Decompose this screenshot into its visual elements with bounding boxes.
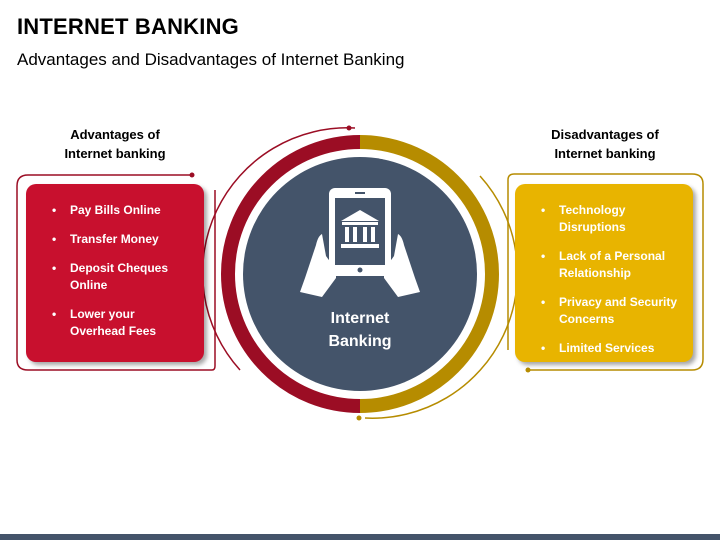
disadvantages-heading-line1: Disadvantages of: [551, 127, 659, 142]
center-label: Internet Banking: [290, 307, 430, 353]
footer-bar: [0, 534, 720, 540]
advantages-card: Pay Bills Online Transfer Money Deposit …: [26, 184, 204, 362]
advantages-heading: Advantages of Internet banking: [40, 125, 190, 163]
center-label-line2: Banking: [328, 333, 392, 350]
outer-arc-left-dot: [346, 125, 352, 131]
list-item: Lower your Overhead Fees: [48, 306, 190, 340]
bank-tablet-hands-icon: [300, 188, 420, 297]
ring-right-half: [359, 135, 499, 413]
list-item: Deposit Cheques Online: [48, 260, 190, 294]
list-item: Transfer Money: [48, 231, 190, 248]
page-title: INTERNET BANKING: [17, 14, 239, 39]
advantages-heading-line1: Advantages of: [70, 127, 160, 142]
list-item: Privacy and Security Concerns: [537, 294, 679, 328]
advantages-outline-dot: [189, 172, 195, 178]
advantages-list: Pay Bills Online Transfer Money Deposit …: [48, 202, 190, 340]
list-item: Limited Services: [537, 340, 679, 357]
advantages-outline: [16, 174, 216, 371]
disadvantages-heading-line2: Internet banking: [554, 146, 656, 161]
disadvantages-card: Technology Disruptions Lack of a Persona…: [515, 184, 693, 362]
ring-left-half: [221, 135, 361, 413]
disadvantages-outline-dot: [525, 367, 531, 373]
list-item: Technology Disruptions: [537, 202, 679, 236]
disadvantages-outline: [507, 173, 704, 371]
outer-arc-left: [201, 127, 356, 371]
advantages-heading-line2: Internet banking: [64, 146, 166, 161]
disadvantages-list: Technology Disruptions Lack of a Persona…: [537, 202, 679, 357]
page-subtitle: Advantages and Disadvantages of Internet…: [17, 50, 405, 69]
center-label-line1: Internet: [330, 310, 390, 327]
disadvantages-heading: Disadvantages of Internet banking: [530, 125, 680, 163]
outer-arc-right-dot: [356, 415, 362, 421]
list-item: Lack of a Personal Relationship: [537, 248, 679, 282]
list-item: Pay Bills Online: [48, 202, 190, 219]
outer-arc-right: [364, 175, 519, 419]
